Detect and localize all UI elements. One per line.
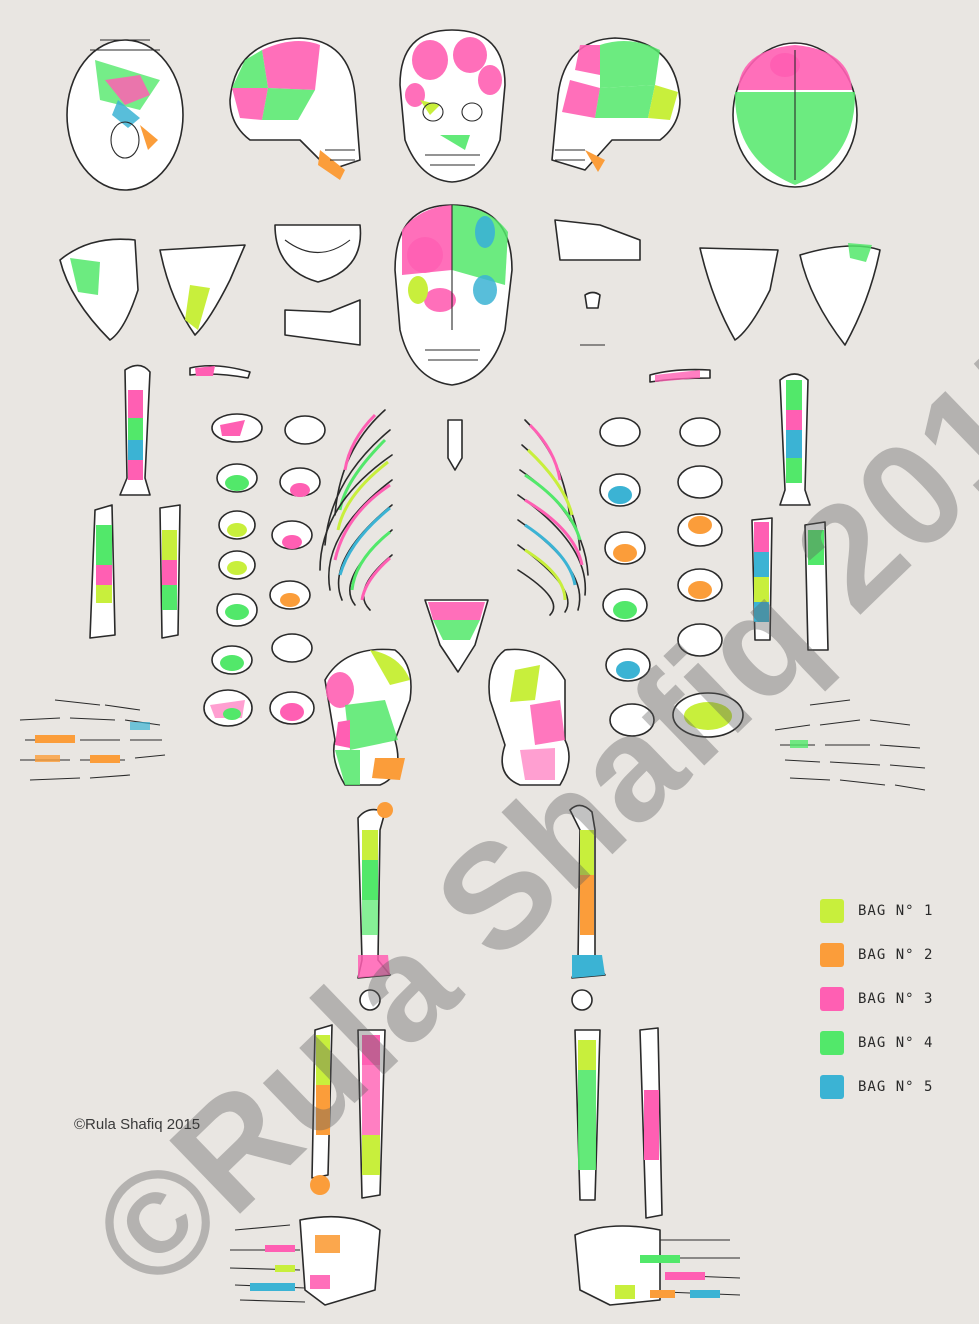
legend-swatch (820, 987, 844, 1011)
legend-item-bag-2: BAG N° 2 (820, 942, 933, 968)
scapula-left-posterior (700, 248, 778, 340)
radius-left (752, 518, 772, 640)
vertebrae-column-3 (600, 418, 654, 736)
tibia-left (575, 1030, 600, 1200)
legend-swatch (820, 1031, 844, 1055)
legend-swatch (820, 899, 844, 923)
legend: BAG N° 1 BAG N° 2 BAG N° 3 BAG N° 4 BAG … (820, 898, 933, 1118)
hip-bone-right (325, 649, 411, 785)
patella-left (572, 990, 592, 1010)
fibula-left (640, 1028, 662, 1218)
legend-item-bag-4: BAG N° 4 (820, 1030, 933, 1056)
sternum (448, 420, 462, 470)
radius-right (90, 505, 115, 638)
mandible-lateral-view (285, 300, 360, 345)
vertebrae-column-4 (673, 418, 743, 737)
skull-anterior-view (400, 30, 505, 182)
mandible-right-lateral (555, 220, 640, 260)
legend-label: BAG N° 1 (858, 903, 933, 919)
ribs-right (320, 410, 392, 610)
hip-bone-left (489, 649, 569, 785)
fibula-right (310, 1025, 332, 1195)
legend-label: BAG N° 4 (858, 1035, 933, 1051)
foot-left (575, 1226, 740, 1305)
legend-swatch (820, 943, 844, 967)
skull-inferior-view (67, 40, 183, 190)
vertebrae-column-1 (204, 414, 262, 726)
legend-swatch (820, 1075, 844, 1099)
copyright-credit: ©Rula Shafiq 2015 (74, 1116, 200, 1133)
legend-item-bag-1: BAG N° 1 (820, 898, 933, 924)
scapula-right-anterior (60, 239, 138, 340)
tibia-right (358, 1030, 385, 1198)
femur-left (570, 805, 605, 978)
sacrum (425, 600, 488, 672)
hyoid-bone (580, 293, 605, 346)
clavicle-right (190, 366, 250, 378)
clavicle-left (650, 370, 710, 382)
scapula-left-anterior (800, 243, 880, 345)
ulna-right (160, 505, 180, 638)
skull-lateral-left (552, 38, 680, 172)
legend-label: BAG N° 2 (858, 947, 933, 963)
ribs-left (518, 420, 588, 615)
vertebrae-column-2 (270, 416, 325, 724)
legend-label: BAG N° 5 (858, 1079, 933, 1095)
foot-right (230, 1217, 380, 1305)
mandible-superior-view (275, 225, 360, 282)
humerus-right (120, 365, 150, 495)
skull-superior-view (733, 43, 857, 187)
legend-label: BAG N° 3 (858, 991, 933, 1007)
femur-right (358, 802, 393, 978)
humerus-left (780, 374, 810, 505)
ulna-left (805, 522, 828, 650)
patella-right (360, 990, 380, 1010)
skull-posterior-view (395, 205, 512, 385)
hand-left (775, 700, 925, 790)
hand-right (20, 700, 165, 780)
skull-lateral-right (230, 38, 360, 180)
scapula-right-posterior (160, 245, 245, 335)
legend-item-bag-3: BAG N° 3 (820, 986, 933, 1012)
legend-item-bag-5: BAG N° 5 (820, 1074, 933, 1100)
